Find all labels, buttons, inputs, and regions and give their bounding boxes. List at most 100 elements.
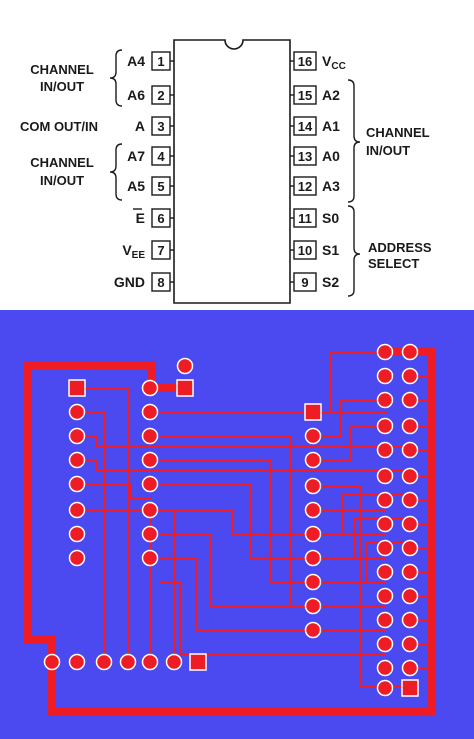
pcb-pad-42	[401, 417, 419, 435]
pcb-pad-21	[304, 477, 322, 495]
pcb-pad-58	[401, 611, 419, 629]
pcb-pad-8	[141, 379, 159, 397]
left-pin-signal-7: VEE	[122, 242, 145, 261]
pcb-pad-37	[376, 367, 394, 385]
left-pin-signal-5: A5	[127, 178, 145, 194]
right-pin-signal-14: A1	[322, 118, 340, 134]
left-pin-signal-8: GND	[114, 274, 145, 290]
pcb-pad-38	[401, 367, 419, 385]
ic-body	[173, 39, 291, 304]
pcb-pad-46	[401, 467, 419, 485]
pcb-pads	[43, 343, 419, 697]
pcb-trace-4	[85, 411, 105, 663]
pcb-pad-3	[68, 451, 86, 469]
left-pin-number-6: 6	[157, 211, 164, 226]
pcb-pad-9	[141, 403, 159, 421]
pcb-pad-62	[401, 659, 419, 677]
pcb-pad-12	[141, 475, 159, 493]
pcb-pad-7	[68, 549, 86, 567]
group-label-left-channel-bottom: CHANNEL	[30, 155, 94, 170]
right-pin-signal-9: S2	[322, 274, 339, 290]
pcb-pad-30	[95, 653, 113, 671]
pcb-pad-26	[304, 597, 322, 615]
pcb-pad-10	[141, 427, 159, 445]
pcb-pad-40	[401, 391, 419, 409]
pcb-pad-16	[176, 357, 194, 375]
pcb-pad-19	[304, 427, 322, 445]
pcb-pad-63	[376, 679, 394, 697]
pcb-pad-25	[304, 573, 322, 591]
left-pin-number-1: 1	[157, 54, 164, 69]
pcb-pad-6	[68, 525, 86, 543]
brace-left-bottom	[109, 143, 123, 201]
left-pin-number-3: 3	[157, 119, 164, 134]
right-pin-signal-10: S1	[322, 242, 339, 258]
pcb-pad-49	[376, 515, 394, 533]
pcb-pad-24	[304, 549, 322, 567]
brace-address-select	[347, 205, 361, 297]
pcb-trace-6	[85, 459, 411, 471]
pcb-pad-1	[68, 403, 86, 421]
pcb-trace-16	[159, 581, 385, 655]
pcb-pad-45	[376, 467, 394, 485]
pcb-pad-square-17	[176, 379, 194, 397]
pcb-pad-13	[141, 501, 159, 519]
group-label-address: ADDRESS	[368, 240, 432, 255]
right-pin-signal-16: VCC	[322, 53, 346, 72]
pcb-pad-55	[376, 587, 394, 605]
group-label-left-channel-top: CHANNEL	[30, 62, 94, 77]
pcb-pad-2	[68, 427, 86, 445]
right-pin-number-11: 11	[298, 211, 312, 226]
pcb-pad-44	[401, 441, 419, 459]
pcb-pad-23	[304, 525, 322, 543]
pcb-pad-square-0	[68, 379, 86, 397]
pcb-pad-32	[141, 653, 159, 671]
pcb-trace-14	[159, 533, 299, 607]
brace-right-channel	[347, 79, 361, 203]
right-pin-number-12: 12	[298, 179, 312, 194]
pcb-layout	[0, 310, 474, 739]
pcb-pad-22	[304, 501, 322, 519]
pcb-pad-square-64	[401, 679, 419, 697]
pcb-trace-5	[85, 435, 411, 447]
left-pin-number-2: 2	[157, 88, 164, 103]
pcb-pad-41	[376, 417, 394, 435]
pcb-trace-10	[159, 435, 385, 607]
pcb-pad-51	[376, 539, 394, 557]
left-pin-signal-4: A7	[127, 148, 145, 164]
right-pin-number-9: 9	[301, 275, 308, 290]
pcb-pad-33	[165, 653, 183, 671]
group-label-address-sub: SELECT	[368, 256, 419, 271]
pcb-pad-43	[376, 441, 394, 459]
pcb-trace-7	[85, 483, 151, 499]
right-pin-signal-13: A0	[322, 148, 340, 164]
pcb-pad-4	[68, 475, 86, 493]
pcb-pad-28	[43, 653, 61, 671]
group-label-left-channel-top-sub: IN/OUT	[40, 79, 84, 94]
pcb-trace-15	[159, 557, 385, 631]
pcb-pad-47	[376, 491, 394, 509]
right-pin-signal-15: A2	[322, 87, 340, 103]
right-pin-signal-12: A3	[322, 178, 340, 194]
pcb-pad-52	[401, 539, 419, 557]
group-label-right-channel: CHANNEL	[366, 125, 430, 140]
pcb-trace-1	[24, 348, 436, 716]
pcb-pad-36	[401, 343, 419, 361]
pcb-pad-29	[68, 653, 86, 671]
pcb-trace-19	[321, 399, 385, 437]
pcb-pad-15	[141, 549, 159, 567]
pcb-pad-39	[376, 391, 394, 409]
right-pin-signal-11: S0	[322, 210, 339, 226]
left-pin-signal-6: E	[136, 210, 145, 226]
pcb-pad-11	[141, 451, 159, 469]
left-pin-signal-1: A4	[127, 53, 145, 69]
left-pin-signal-3: A	[135, 118, 145, 134]
group-label-right-channel-sub: IN/OUT	[366, 143, 410, 158]
left-pin-number-7: 7	[157, 243, 164, 258]
pcb-pad-48	[401, 491, 419, 509]
pcb-trace-3	[85, 387, 129, 663]
right-pin-number-10: 10	[298, 243, 312, 258]
